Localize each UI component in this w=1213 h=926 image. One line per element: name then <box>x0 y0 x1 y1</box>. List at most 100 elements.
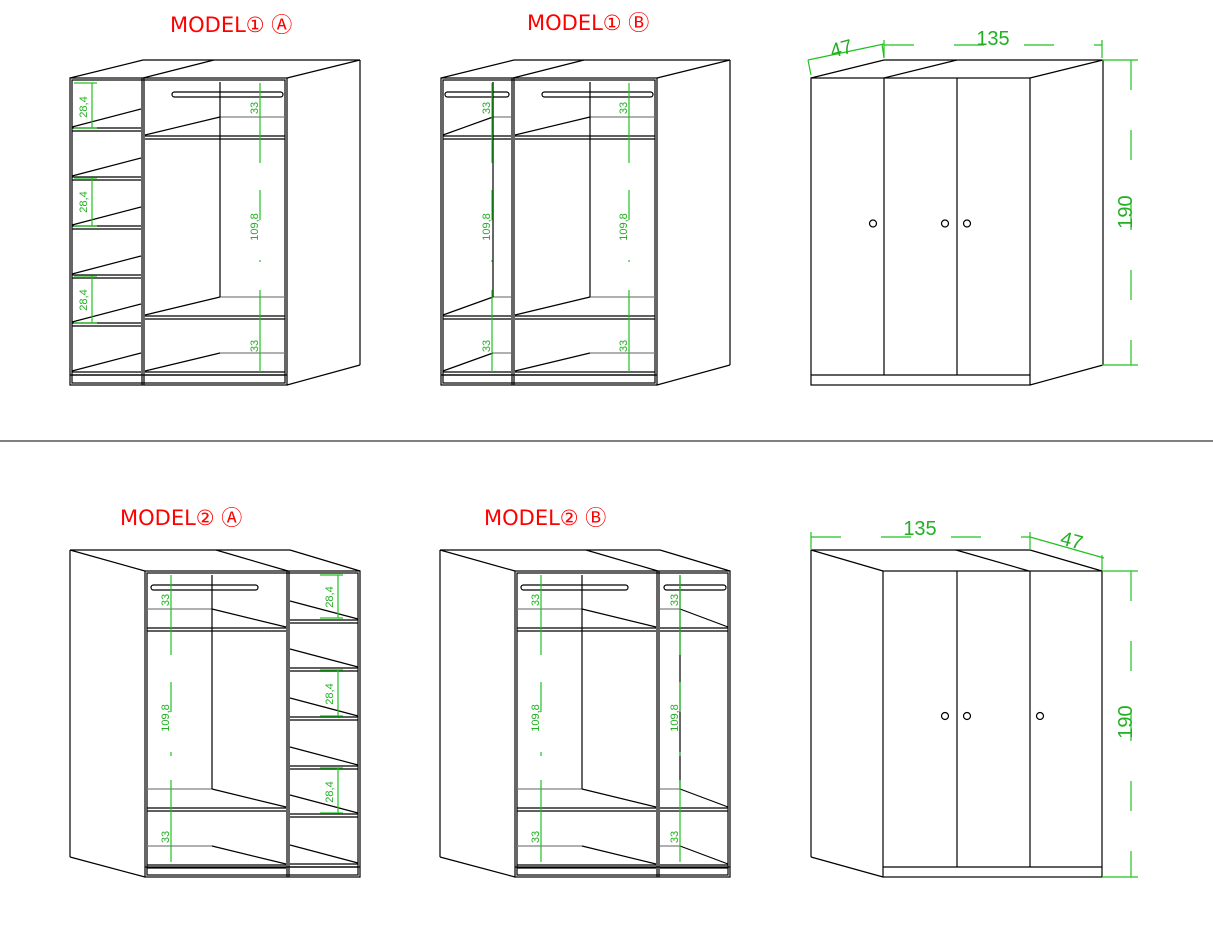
outline-line <box>286 364 361 386</box>
dimension-label: 33 <box>669 831 681 843</box>
hanging-rod <box>171 91 284 98</box>
shelf-depth <box>514 296 591 316</box>
dimension-label: 33 <box>160 831 172 843</box>
shelf-depth <box>514 352 591 372</box>
shelf-depth <box>71 255 142 275</box>
shelf-depth <box>144 296 221 316</box>
shelf-depth <box>442 296 494 316</box>
dimension-label: 109,8 <box>481 213 493 241</box>
outline-line <box>659 549 731 572</box>
dimension-label: 28,4 <box>324 586 336 607</box>
dimension-label: 33 <box>160 594 172 606</box>
carcass-inner <box>146 572 359 876</box>
title-model1-b: MODEL① Ⓑ <box>527 11 649 35</box>
carcass-inner <box>442 79 656 384</box>
dimension-label: 109,8 <box>669 704 681 732</box>
outline-line <box>656 364 731 386</box>
shelf-depth <box>289 648 359 668</box>
shelf-depth <box>289 844 359 864</box>
outline-line <box>512 59 585 79</box>
outline-line <box>69 59 144 79</box>
title-model2-a: MODEL② Ⓐ <box>120 506 242 530</box>
width-dimension: 135 <box>903 518 936 540</box>
outline-line <box>215 549 289 572</box>
width-dimension: 135 <box>976 28 1009 50</box>
dimension-label: 33 <box>618 102 630 114</box>
outline-line <box>1029 536 1105 559</box>
carcass-inner <box>71 79 286 384</box>
shelf-depth <box>442 352 494 372</box>
shelf-depth <box>144 352 221 372</box>
title-model2-b: MODEL② Ⓑ <box>484 506 606 530</box>
shelf-depth <box>289 746 359 766</box>
hanging-rod <box>520 584 629 591</box>
dimension-label: 109,8 <box>618 213 630 241</box>
carcass-front <box>440 77 658 386</box>
carcass-front <box>514 570 731 878</box>
shelf-depth <box>144 116 221 136</box>
dimension-label: 33 <box>249 102 261 114</box>
shelf-depth <box>581 608 657 628</box>
shelf-depth <box>679 788 729 808</box>
title-model1-a: MODEL① Ⓐ <box>170 13 292 37</box>
outline-line <box>810 549 884 572</box>
carcass-front <box>144 570 361 878</box>
outline-line <box>656 59 731 79</box>
outline-line <box>1029 364 1104 386</box>
shelf-depth <box>289 794 359 814</box>
dimension-label: 33 <box>530 594 542 606</box>
shelf-depth <box>211 845 287 865</box>
door-knob-icon <box>868 219 878 228</box>
depth-dimension: 47 <box>1058 528 1085 555</box>
outline-line <box>1029 549 1103 572</box>
door-knob-icon <box>940 711 950 721</box>
dimension-label: 28,4 <box>78 96 90 117</box>
shelf-depth <box>71 157 142 177</box>
shelf-depth <box>581 845 657 865</box>
shelf-depth <box>289 600 359 620</box>
shelf-depth <box>679 845 729 865</box>
shelf-depth <box>442 116 494 136</box>
dimension-label: 33 <box>481 340 493 352</box>
door-knob-icon <box>940 219 950 228</box>
outline-line <box>585 549 659 572</box>
outline-line <box>69 856 146 878</box>
dimension-label: 33 <box>249 340 261 352</box>
front-panel <box>810 77 1031 386</box>
hanging-rod <box>663 584 727 591</box>
carcass-inner <box>516 572 729 876</box>
outline-line <box>142 59 215 79</box>
shelf-depth <box>211 608 287 628</box>
shelf-depth <box>71 206 142 226</box>
outline-line <box>440 59 515 79</box>
dimension-label: 28,4 <box>324 683 336 704</box>
outline-line <box>955 549 1030 572</box>
outline-line <box>807 43 885 61</box>
shelf-depth <box>211 788 287 808</box>
shelf-depth <box>679 608 729 628</box>
shelf-depth <box>71 303 142 323</box>
front-panel <box>882 570 1103 878</box>
outline-line <box>439 549 516 572</box>
dimension-label: 33 <box>618 340 630 352</box>
dimension-label: 28,4 <box>324 781 336 802</box>
dimension-label: 28,4 <box>78 191 90 212</box>
door-knob-icon <box>962 711 972 721</box>
outline-line <box>883 59 958 79</box>
shelf-depth <box>289 697 359 717</box>
outline-line <box>439 856 516 878</box>
dimension-label: 33 <box>481 102 493 114</box>
outline-line <box>69 549 146 572</box>
outline-line <box>1029 59 1104 79</box>
door-knob-icon <box>962 219 972 228</box>
dimension-label: 109,8 <box>530 704 542 732</box>
height-dimension: 190 <box>1115 195 1137 228</box>
dimension-label: 33 <box>530 831 542 843</box>
height-dimension: 190 <box>1115 705 1137 738</box>
hanging-rod <box>541 91 654 98</box>
hanging-rod <box>150 584 259 591</box>
outline-line <box>810 59 885 79</box>
dimension-label: 28,4 <box>78 289 90 310</box>
outline-line <box>286 59 361 79</box>
